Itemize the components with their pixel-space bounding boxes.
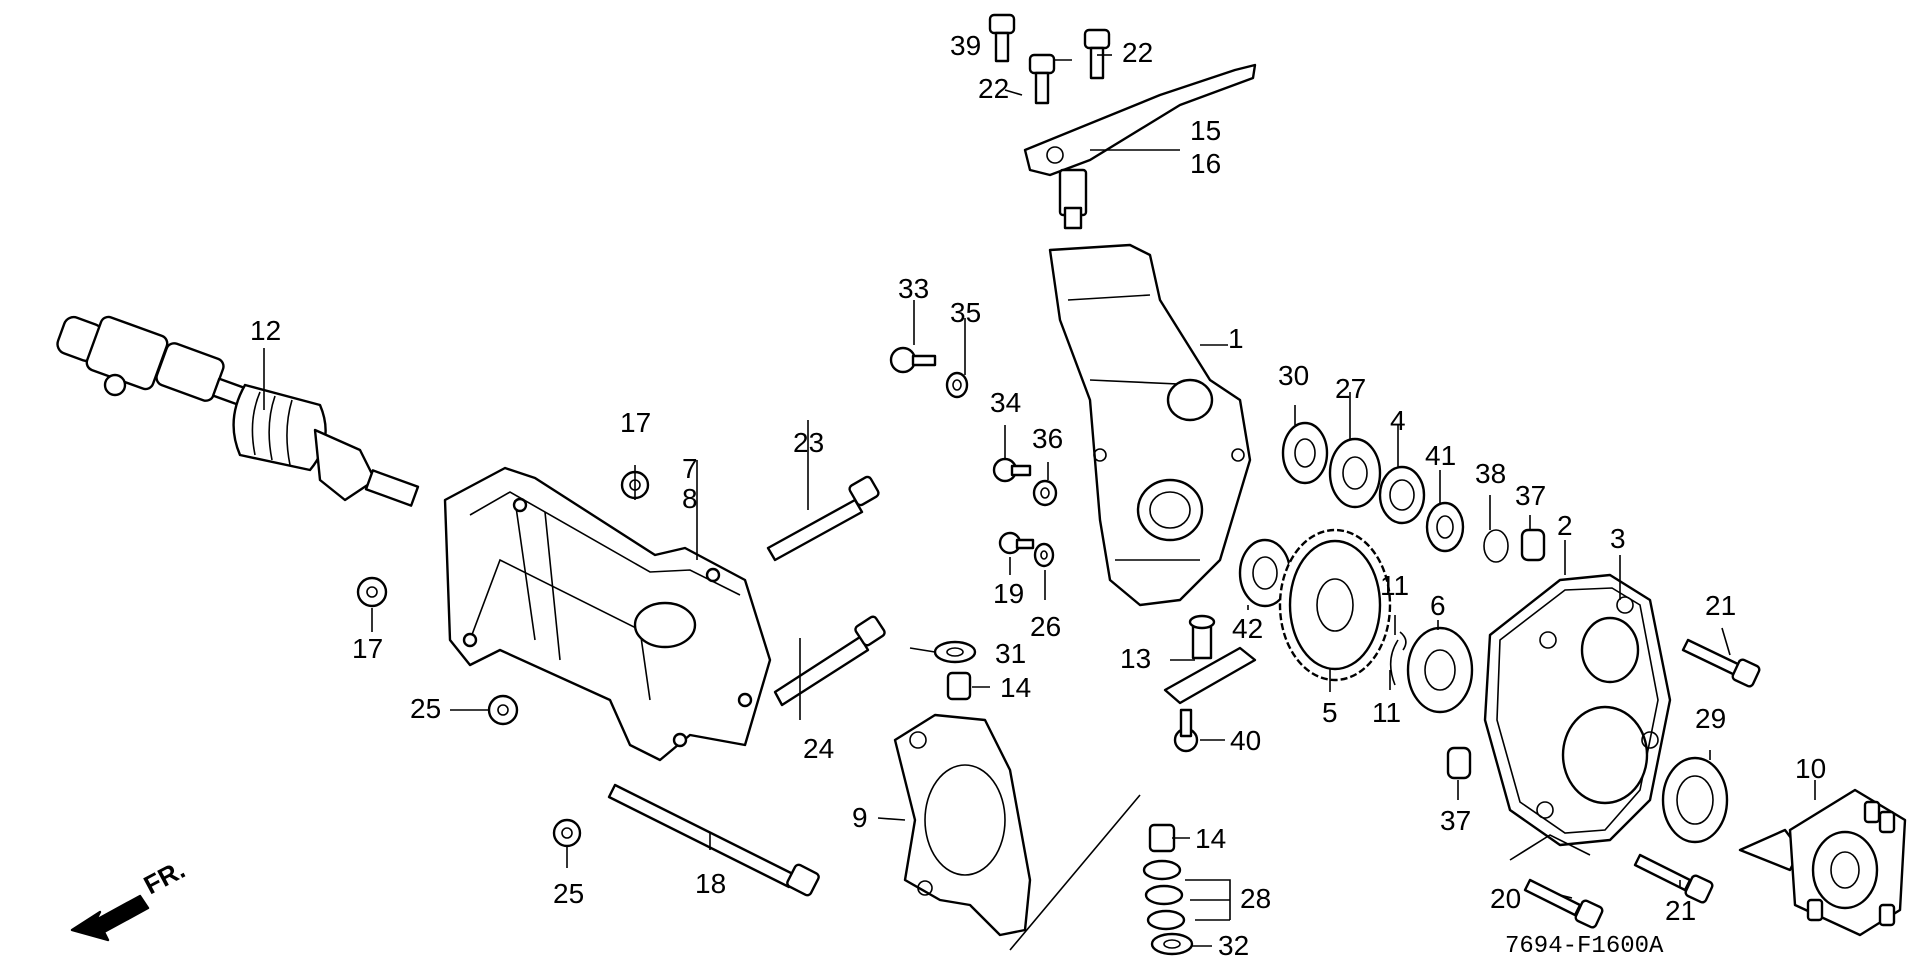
part-2-3-cover [1483, 573, 1672, 847]
callout-36: 36 [1032, 423, 1063, 454]
part-41-bearing [1425, 501, 1465, 553]
part-28-washer-set [1142, 859, 1186, 931]
callout-1: 1 [1228, 323, 1244, 354]
callout-33: 33 [898, 273, 929, 304]
callout-25-lower: 25 [553, 878, 584, 909]
callout-12: 12 [250, 315, 281, 346]
callout-17-lower: 17 [352, 633, 383, 664]
callout-38: 38 [1475, 458, 1506, 489]
part-37-pin-lower [1446, 746, 1472, 780]
callout-41: 41 [1425, 440, 1456, 471]
part-1-gear-case [1048, 243, 1252, 607]
callout-9: 9 [852, 802, 868, 833]
callout-26: 26 [1030, 611, 1061, 642]
callout-17-upper: 17 [620, 407, 651, 438]
callout-35: 35 [950, 297, 981, 328]
part-36-washer [1032, 479, 1058, 507]
part-12-drive-shaft [56, 315, 420, 507]
callout-28: 28 [1240, 883, 1271, 914]
part-22-bolt-right [1083, 28, 1111, 80]
part-37-pin-upper [1520, 528, 1546, 562]
callout-13: 13 [1120, 643, 1151, 674]
callout-2: 2 [1557, 510, 1573, 541]
callout-22-right: 22 [1122, 37, 1153, 68]
callout-21-lower: 21 [1665, 895, 1696, 926]
callout-25-upper: 25 [410, 693, 441, 724]
part-35-washer [945, 371, 969, 399]
part-24-bolt [773, 615, 886, 707]
callout-19: 19 [993, 578, 1024, 609]
part-27-bearing [1328, 437, 1382, 509]
part-7-8-swing-arm [443, 466, 772, 762]
part-38-circlip [1483, 529, 1509, 563]
part-13-plate [1163, 614, 1257, 705]
callout-20: 20 [1490, 883, 1521, 914]
callout-34: 34 [990, 387, 1021, 418]
part-17-nut-lower [356, 576, 388, 608]
part-30-bearing [1281, 421, 1329, 485]
part-21-bolt-upper [1681, 638, 1761, 688]
part-26-washer [1033, 542, 1055, 568]
callout-14-upper: 14 [1000, 672, 1031, 703]
part-39-bolt [988, 13, 1016, 63]
callout-8: 8 [682, 483, 698, 514]
callout-6: 6 [1430, 590, 1446, 621]
part-18-bolt [607, 783, 820, 897]
part-19-bolt [998, 531, 1035, 555]
callout-11-upper: 11 [1380, 570, 1409, 601]
part-31-washer [933, 640, 977, 664]
callout-30: 30 [1278, 360, 1309, 391]
part-23-bolt [766, 475, 880, 562]
callout-10: 10 [1795, 753, 1826, 784]
part-29-oil-seal [1661, 756, 1729, 844]
callout-21-upper: 21 [1705, 590, 1736, 621]
part-14-collar-upper [946, 671, 972, 701]
part-11-circlip [1389, 631, 1407, 686]
callout-29: 29 [1695, 703, 1726, 734]
callout-37-lower: 37 [1440, 805, 1471, 836]
callout-37-upper: 37 [1515, 480, 1546, 511]
callout-3: 3 [1610, 523, 1626, 554]
callout-32: 32 [1218, 930, 1249, 959]
part-5-ring-gear [1278, 528, 1392, 682]
front-direction-arrow: FR. [70, 854, 190, 942]
part-20-bolt [1523, 878, 1604, 929]
callout-42: 42 [1232, 613, 1263, 644]
callout-31: 31 [995, 638, 1026, 669]
part-25-nut-lower [552, 818, 582, 848]
part-40-bolt [1173, 708, 1199, 753]
callout-23: 23 [793, 427, 824, 458]
callout-16: 16 [1190, 148, 1221, 179]
part-4-pinion-gear [1378, 465, 1426, 525]
callout-22-left: 22 [978, 73, 1009, 104]
callout-4: 4 [1390, 405, 1406, 436]
callout-14-lower: 14 [1195, 823, 1226, 854]
callout-40: 40 [1230, 725, 1261, 756]
part-6-bearing [1406, 626, 1474, 714]
part-15-16-bracket [1023, 63, 1257, 230]
diagram-code: 7694-F1600A [1505, 933, 1664, 959]
part-33-bolt [889, 346, 937, 374]
part-32-washer [1150, 932, 1194, 956]
callout-27: 27 [1335, 373, 1366, 404]
leader-lines [263, 54, 1816, 947]
callout-11-lower: 11 [1372, 697, 1401, 728]
part-34-bolt [992, 457, 1032, 483]
callout-5: 5 [1322, 697, 1338, 728]
part-21-bolt-lower [1633, 853, 1714, 904]
callout-labels: 1 2 3 4 5 6 7 8 9 10 11 11 12 13 14 14 1… [250, 30, 1826, 959]
front-direction-label: FR. [139, 854, 190, 900]
callout-7: 7 [682, 453, 698, 484]
callout-24: 24 [803, 733, 834, 764]
part-9-holder [893, 713, 1032, 937]
callout-39: 39 [950, 30, 981, 61]
part-25-nut-upper [487, 694, 519, 726]
part-10-hub-flange [1738, 788, 1907, 937]
part-22-bolt-left [1028, 53, 1056, 105]
callout-15: 15 [1190, 115, 1221, 146]
part-14-collar-lower [1148, 823, 1176, 853]
callout-18: 18 [695, 868, 726, 899]
